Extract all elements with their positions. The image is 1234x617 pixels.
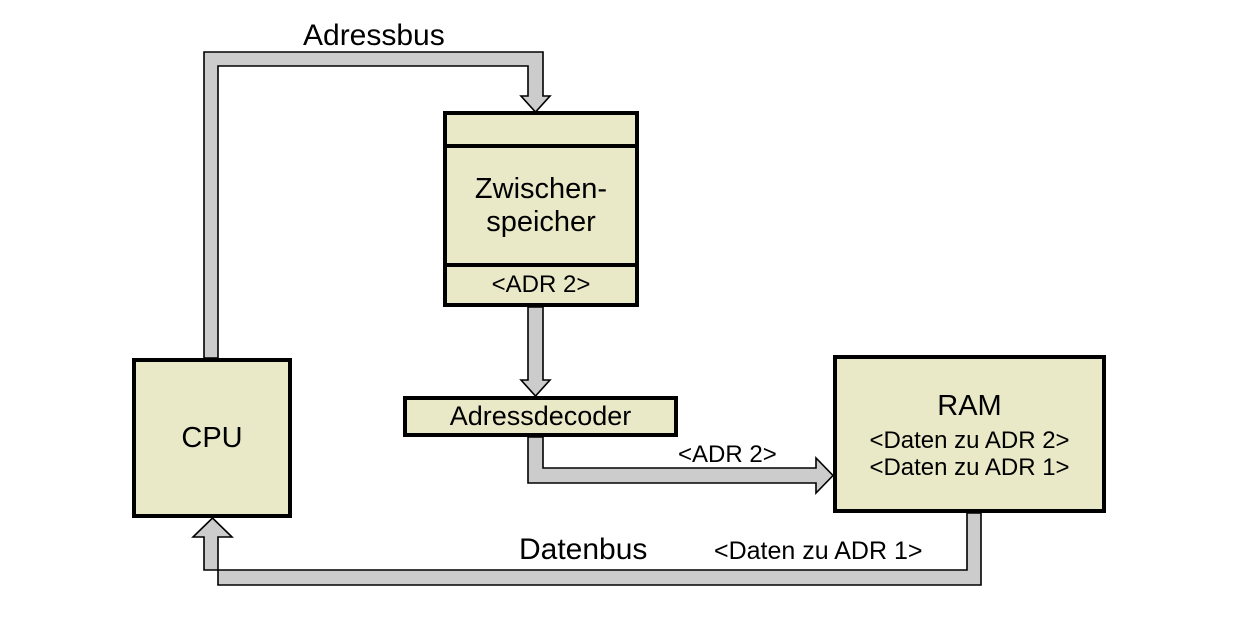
decoder-to-ram-label: <ADR 2> [678, 441, 777, 468]
buffer-node[interactable]: Zwischen- speicher <ADR 2> [443, 111, 639, 307]
buffer-cell-address: <ADR 2> [447, 267, 635, 303]
data-bus-label: Datenbus [519, 533, 648, 566]
data-bus-payload-label: <Daten zu ADR 1> [714, 537, 923, 565]
address-bus-connector [203, 51, 552, 359]
buffer-to-decoder-connector [519, 306, 552, 398]
decoder-to-ram-connector [527, 436, 835, 495]
buffer-address-value: <ADR 2> [491, 270, 591, 298]
address-bus-label: Adressbus [303, 19, 445, 52]
buffer-cell-empty [447, 115, 635, 148]
ram-data-row-2: <Daten zu ADR 1> [869, 454, 1070, 482]
address-decoder-label: Adressdecoder [449, 401, 632, 432]
address-decoder-node[interactable]: Adressdecoder [403, 396, 678, 437]
buffer-cell-title: Zwischen- speicher [447, 148, 635, 267]
ram-title-label: RAM [937, 389, 1002, 422]
cpu-node[interactable]: CPU [132, 358, 292, 518]
cpu-label: CPU [181, 421, 243, 454]
buffer-label: Zwischen- speicher [474, 173, 608, 238]
data-bus-connector [191, 512, 982, 586]
ram-node[interactable]: RAM <Daten zu ADR 2> <Daten zu ADR 1> [833, 355, 1106, 513]
ram-data-row-1: <Daten zu ADR 2> [869, 427, 1070, 455]
